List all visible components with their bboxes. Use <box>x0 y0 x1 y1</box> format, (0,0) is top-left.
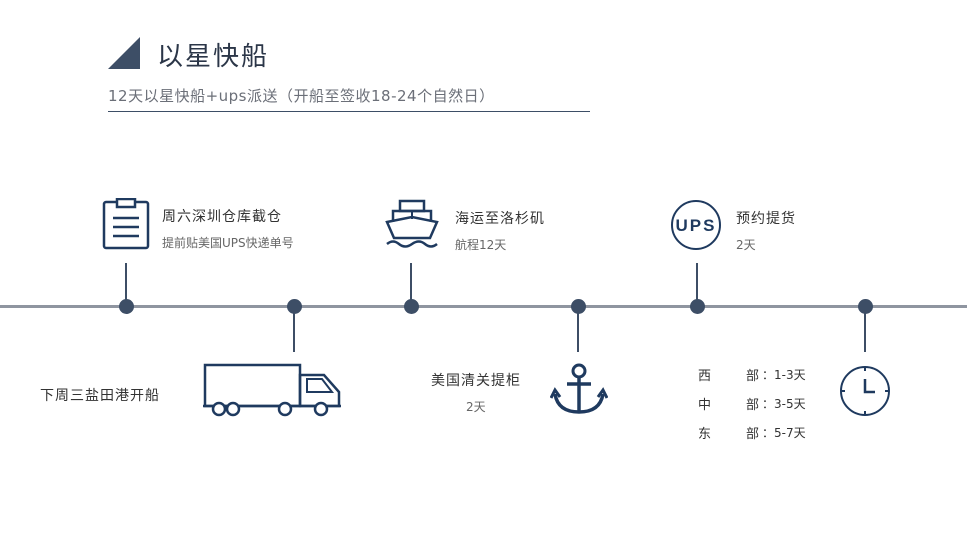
timeline-dot <box>404 299 419 314</box>
region-west-value: ：1-3天 <box>762 368 806 382</box>
page-subtitle: 12天以星快船+ups派送（开船至签收18-24个自然日） <box>108 87 495 105</box>
region-west-a: 西 <box>698 369 712 384</box>
step-connector <box>410 263 412 303</box>
clipboard-icon <box>102 198 150 250</box>
step-connector <box>293 312 295 352</box>
timeline-line <box>0 305 967 308</box>
anchor-icon <box>550 363 608 414</box>
region-east-a: 东 <box>698 427 712 442</box>
region-west-b: 部 <box>746 369 760 384</box>
step-label-departure: 下周三盐田港开船 <box>40 388 160 404</box>
timeline-dot <box>690 299 705 314</box>
region-east-value: ：5-7天 <box>762 426 806 440</box>
title-triangle-icon <box>108 37 140 69</box>
subtitle-underline <box>108 111 590 112</box>
step-label-pickup: 预约提货 <box>736 211 796 227</box>
step-connector <box>864 312 866 352</box>
step-label-shipping: 海运至洛杉矶 <box>455 211 545 227</box>
step-label-cutoff: 周六深圳仓库截仓 <box>162 209 282 225</box>
step-connector <box>696 263 698 303</box>
step-sub-pickup: 2天 <box>736 238 756 252</box>
region-central-a: 中 <box>698 398 712 413</box>
truck-icon <box>203 363 341 417</box>
step-sub-shipping: 航程12天 <box>455 238 507 252</box>
step-sub-customs: 2天 <box>466 400 486 414</box>
region-central-value: ：3-5天 <box>762 397 806 411</box>
step-connector <box>577 312 579 352</box>
ups-icon-text: UPS <box>676 216 717 235</box>
timeline-dot <box>119 299 134 314</box>
clock-icon <box>840 366 890 416</box>
timeline-dot <box>571 299 586 314</box>
step-label-customs: 美国清关提柜 <box>431 373 521 389</box>
region-east-b: 部 <box>746 427 760 442</box>
ups-icon: UPS <box>671 200 721 250</box>
page-title: 以星快船 <box>157 42 270 72</box>
timeline-dot <box>858 299 873 314</box>
step-sub-cutoff: 提前贴美国UPS快递单号 <box>162 236 294 250</box>
timeline-dot <box>287 299 302 314</box>
region-central-b: 部 <box>746 398 760 413</box>
ship-icon <box>385 199 439 248</box>
step-connector <box>125 263 127 303</box>
